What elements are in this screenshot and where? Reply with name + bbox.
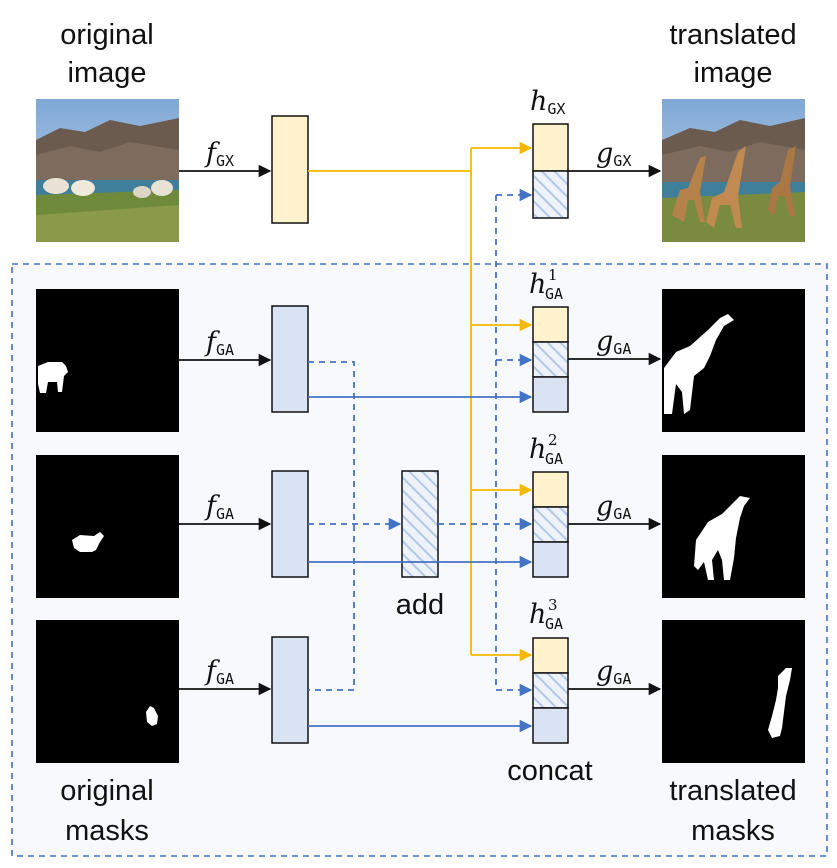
concat-stack-image	[532, 123, 569, 219]
f-gx-label: fGX	[204, 138, 234, 170]
concat-stack-mask-3	[532, 637, 569, 744]
h-ga-3-label: h 3 GA	[529, 596, 563, 633]
g-ga-label-2: gGA	[596, 491, 631, 523]
svg-text:1: 1	[548, 266, 558, 284]
original-mask-3	[36, 620, 179, 763]
svg-text:h: h	[529, 599, 546, 630]
svg-text:2: 2	[548, 431, 558, 449]
image-feature-arrows	[308, 141, 533, 662]
image-feature-block	[271, 115, 309, 224]
add-label: add	[396, 589, 444, 621]
svg-text:GA: GA	[545, 450, 563, 468]
g-gx-label: gGX	[596, 138, 631, 170]
original-image	[36, 99, 179, 242]
black-arrows	[179, 164, 662, 696]
concat-stack-mask-1	[532, 306, 569, 413]
translated-mask-1	[662, 289, 805, 432]
mask-feature-block-1	[271, 305, 309, 413]
mask-feature-block-2	[271, 470, 309, 578]
translated-image	[662, 99, 805, 242]
mask-feature-block-3	[271, 636, 309, 744]
svg-text:GA: GA	[545, 285, 563, 303]
add-block	[401, 470, 439, 578]
h-gx-label: hGX	[530, 86, 565, 118]
original-masks-label-line2: masks	[65, 815, 149, 847]
h-ga-1-label: h 1 GA	[529, 266, 563, 303]
g-ga-label-1: gGA	[596, 326, 631, 358]
original-image-label-line1: original	[60, 19, 154, 51]
translated-mask-3	[662, 620, 805, 763]
mask-feature-arrows	[308, 390, 533, 733]
original-mask-2	[36, 455, 179, 598]
original-image-label-line2: image	[68, 57, 147, 89]
svg-text:GA: GA	[545, 615, 563, 633]
translated-image-label-line2: image	[694, 57, 773, 89]
translated-image-label-line1: translated	[669, 19, 796, 51]
svg-text:h: h	[529, 434, 546, 465]
translated-mask-2	[662, 455, 805, 598]
translated-masks-label-line1: translated	[669, 775, 796, 807]
original-mask-1	[36, 289, 179, 432]
svg-text:3: 3	[548, 596, 558, 614]
svg-text:h: h	[529, 269, 546, 300]
original-masks-label-line1: original	[60, 775, 154, 807]
aggregated-feature-arrows	[308, 188, 533, 697]
h-ga-2-label: h 2 GA	[529, 431, 563, 468]
concat-stack-mask-2	[532, 471, 569, 578]
concat-label: concat	[507, 755, 592, 787]
translated-masks-label-line2: masks	[691, 815, 775, 847]
g-ga-label-3: gGA	[596, 656, 631, 688]
